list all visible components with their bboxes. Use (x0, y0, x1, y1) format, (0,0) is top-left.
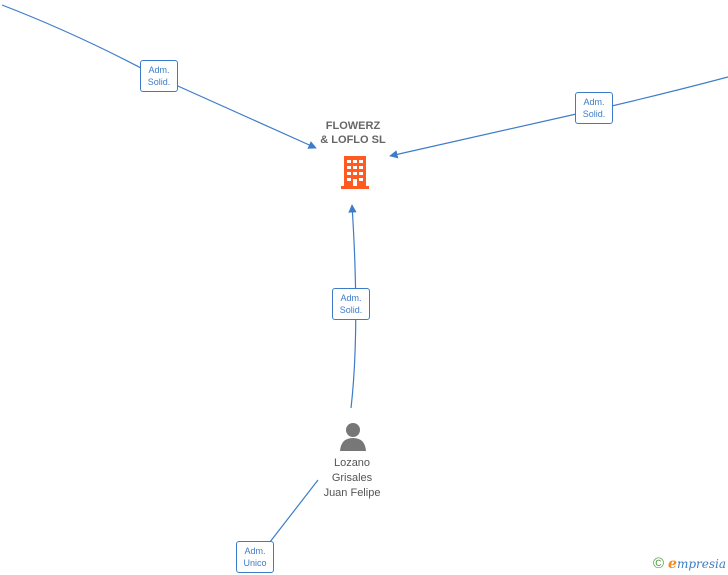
edge-role-line1: Adm. (244, 546, 266, 556)
edge-label-top-right[interactable]: Adm. Solid. (575, 92, 613, 124)
edge-role-line1: Adm. (583, 97, 605, 107)
edge-role-line2: Solid. (147, 77, 171, 87)
building-icon[interactable] (338, 154, 372, 190)
edge-role-line2: Solid. (582, 109, 606, 119)
edge-label-center[interactable]: Adm. Solid. (332, 288, 370, 320)
edge-role-line1: Adm. (148, 65, 170, 75)
person-name[interactable]: Lozano Grisales Juan Felipe (323, 457, 381, 499)
footer-brand: © empresia (653, 555, 726, 572)
person-icon[interactable] (338, 421, 368, 451)
edge-role-line2: Unico (243, 558, 267, 568)
edge-line-top-right (389, 76, 728, 159)
company-name[interactable]: FLOWERZ & LOFLO SL (320, 120, 386, 146)
copyright-icon: © (652, 555, 665, 572)
edge-role-line2: Solid. (339, 305, 363, 315)
edge-label-top-left[interactable]: Adm. Solid. (140, 60, 178, 92)
edge-label-bottom[interactable]: Adm. Unico (236, 541, 274, 573)
brand-logo[interactable]: empresia (668, 555, 726, 572)
edge-role-line1: Adm. (340, 293, 362, 303)
